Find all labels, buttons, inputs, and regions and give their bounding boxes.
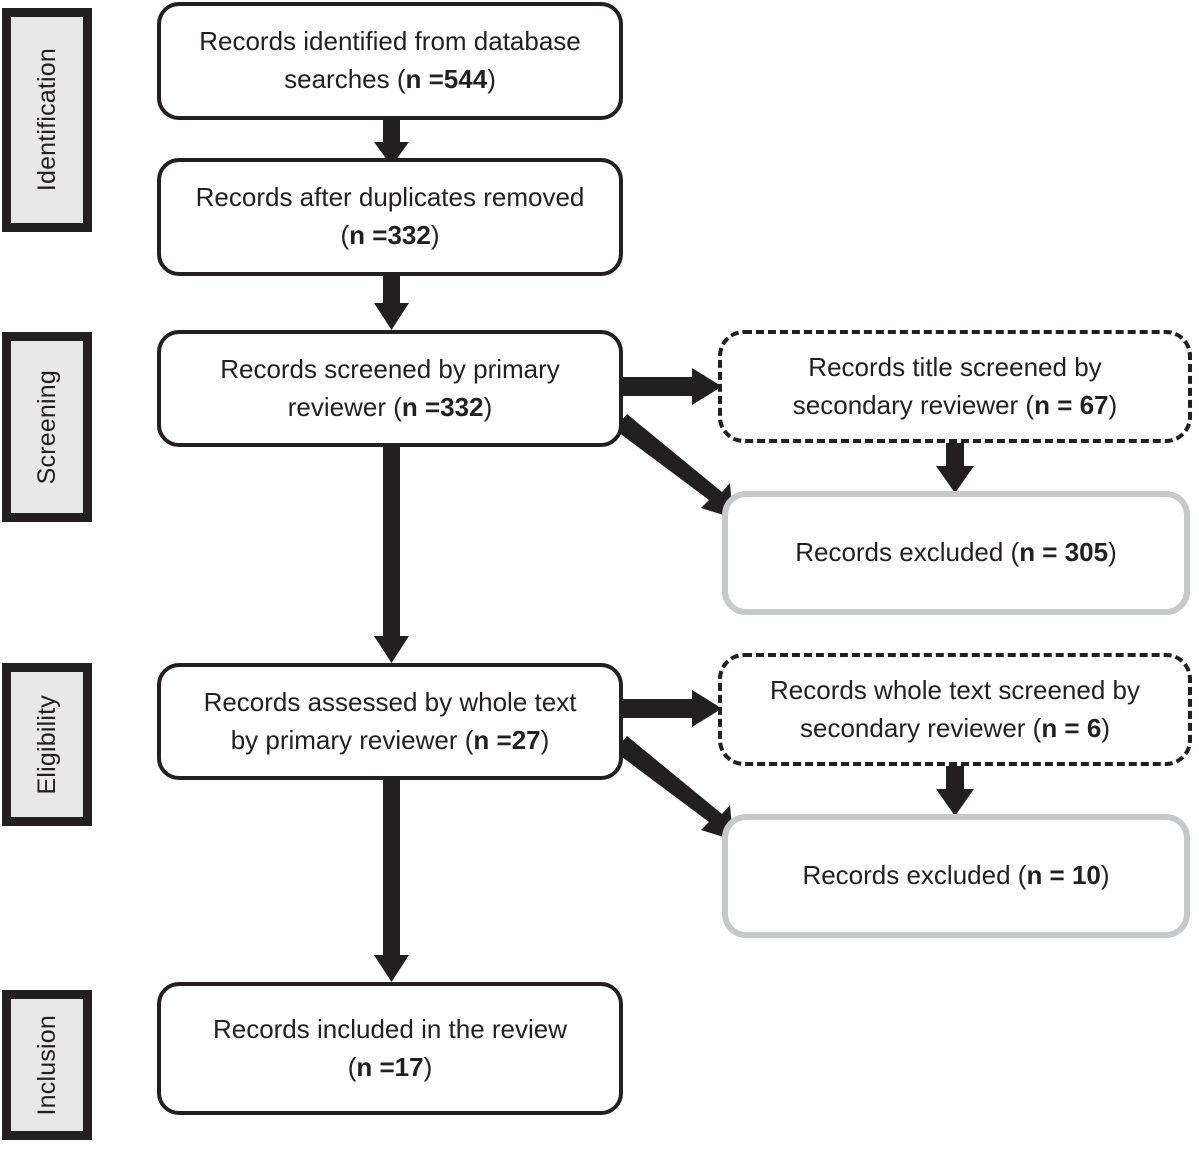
arrow-screened-to-excluded-screening xyxy=(614,414,733,518)
box-records-excluded-screening-count: n = 305 xyxy=(1019,537,1109,568)
arrow-assessed-to-included xyxy=(374,780,409,982)
box-whole-text-screened-secondary: Records whole text screened by secondary… xyxy=(718,653,1192,766)
box-records-included-count: n =17 xyxy=(356,1051,424,1082)
box-records-assessed-whole-text: Records assessed by whole text by primar… xyxy=(157,663,623,780)
box-records-after-duplicates-line1: Records after duplicates removed xyxy=(195,182,585,213)
stage-label-identification-text: Identification xyxy=(32,48,61,192)
box-records-excluded-screening-post: ) xyxy=(1108,537,1117,568)
box-records-screened-primary-line2-pre: reviewer ( xyxy=(287,391,402,422)
stage-label-eligibility: Eligibility xyxy=(2,663,92,826)
box-records-identified-count: n =544 xyxy=(405,64,488,94)
box-records-excluded-eligibility-pre: Records excluded ( xyxy=(802,860,1027,891)
box-records-identified-line2-post: ) xyxy=(487,64,496,94)
box-records-identified-line1: Records identified from database xyxy=(199,26,581,57)
arrow-whole-text-secondary-to-excluded-eligibility xyxy=(936,766,974,816)
box-title-screened-secondary-line2-pre: secondary reviewer ( xyxy=(792,389,1035,420)
box-whole-text-screened-secondary-line1: Records whole text screened by xyxy=(770,674,1140,705)
box-records-identified-line2-pre: searches ( xyxy=(284,64,406,94)
box-records-included: Records included in the review (n =17) xyxy=(157,982,623,1115)
stage-label-eligibility-text: Eligibility xyxy=(32,694,61,795)
box-records-after-duplicates-count: n =332 xyxy=(349,220,431,250)
box-records-after-duplicates: Records after duplicates removed (n =332… xyxy=(157,158,623,276)
box-records-screened-primary-line1: Records screened by primary xyxy=(220,353,560,384)
box-records-assessed-whole-text-line2-post: ) xyxy=(540,724,550,755)
stage-label-screening: Screening xyxy=(2,332,92,522)
box-records-included-line2-post: ) xyxy=(423,1051,433,1082)
box-title-screened-secondary-line1: Records title screened by xyxy=(808,351,1102,382)
box-records-excluded-eligibility: Records excluded (n = 10) xyxy=(722,814,1190,938)
stage-label-identification: Identification xyxy=(2,8,92,232)
box-records-assessed-whole-text-count: n =27 xyxy=(473,724,541,755)
box-title-screened-secondary-count: n = 67 xyxy=(1034,389,1109,420)
box-whole-text-screened-secondary-line2-post: ) xyxy=(1101,712,1110,743)
arrow-after-duplicates-to-screened xyxy=(374,276,409,330)
arrow-assessed-to-excluded-eligibility xyxy=(614,736,733,840)
box-title-screened-secondary-line2-post: ) xyxy=(1108,389,1118,420)
box-records-screened-primary-count: n =332 xyxy=(401,391,484,422)
box-records-after-duplicates-line2-pre: ( xyxy=(340,220,350,250)
box-records-screened-primary-line2-post: ) xyxy=(483,391,493,422)
box-records-included-line2-pre: ( xyxy=(347,1051,357,1082)
arrow-title-secondary-to-excluded-screening xyxy=(936,443,974,493)
box-records-excluded-eligibility-count: n = 10 xyxy=(1026,860,1101,891)
box-records-identified: Records identified from database searche… xyxy=(157,2,623,120)
box-whole-text-screened-secondary-count: n = 6 xyxy=(1041,712,1102,743)
box-records-screened-primary: Records screened by primary reviewer (n … xyxy=(157,330,623,447)
box-title-screened-secondary: Records title screened by secondary revi… xyxy=(718,330,1192,443)
arrow-assessed-to-whole-text-secondary xyxy=(622,690,722,727)
stage-label-screening-text: Screening xyxy=(32,369,61,485)
box-records-excluded-screening: Records excluded (n = 305) xyxy=(722,491,1190,615)
box-records-after-duplicates-line2-post: ) xyxy=(430,220,440,250)
box-records-included-line1: Records included in the review xyxy=(212,1013,568,1044)
arrow-screened-to-assessed xyxy=(374,447,409,663)
stage-label-inclusion: Inclusion xyxy=(2,990,92,1140)
box-records-assessed-whole-text-line1: Records assessed by whole text xyxy=(203,686,577,717)
box-records-excluded-screening-pre: Records excluded ( xyxy=(795,537,1020,568)
stage-label-inclusion-text: Inclusion xyxy=(32,1014,61,1116)
box-records-excluded-eligibility-post: ) xyxy=(1100,860,1110,891)
box-whole-text-screened-secondary-line2-pre: secondary reviewer ( xyxy=(800,712,1042,743)
box-records-assessed-whole-text-line2-pre: by primary reviewer ( xyxy=(230,724,474,755)
arrow-screened-to-title-secondary xyxy=(622,368,722,405)
